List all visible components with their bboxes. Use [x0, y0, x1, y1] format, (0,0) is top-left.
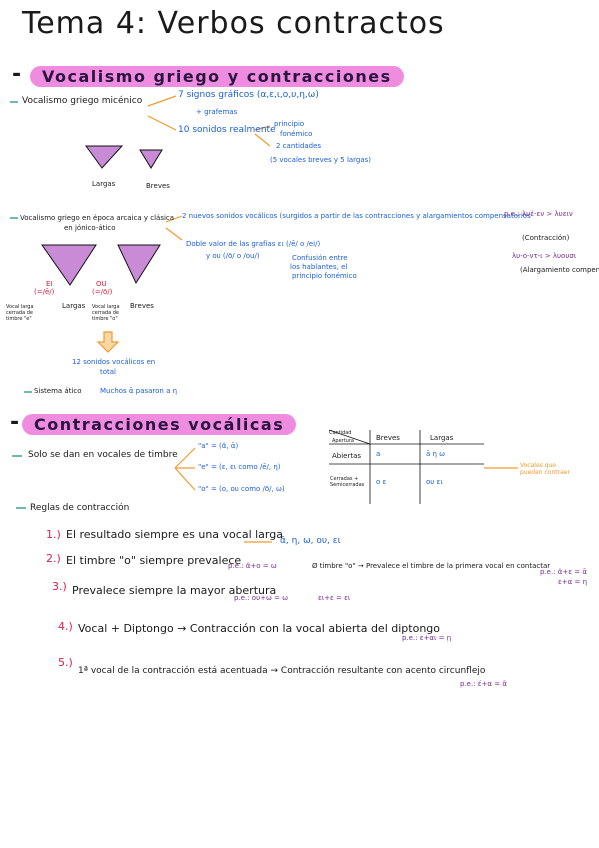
classical-label: Vocalismo griego en época arcaica y clás… — [20, 214, 175, 222]
rules-label: Reglas de contracción — [30, 503, 130, 513]
rule-number: 5.) — [58, 656, 73, 669]
classical-triangle-long-label: Largas — [62, 302, 86, 310]
rule-text: El resultado siempre es una vocal larga — [66, 528, 283, 541]
rule-example: p.e.: ου+ω = ω — [234, 594, 289, 602]
rule-number: 4.) — [58, 620, 73, 633]
rule-example: ει+ε = ει — [318, 594, 351, 602]
rule-text: Vocal + Diptongo → Contracción con la vo… — [78, 622, 441, 635]
table-row2-label: Cerradas + Semicerradas — [330, 476, 365, 488]
table-row2-breves: ο ε — [376, 478, 387, 486]
mycenaean-branch2-note: (5 vocales breves y 5 largas) — [270, 156, 372, 164]
attic-label: Sistema ático — [34, 387, 82, 395]
classical-branch1: 2 nuevos sonidos vocálicos (surgidos a p… — [182, 212, 531, 220]
rule-example: p.e.: ε+αι = ῃ — [402, 634, 452, 642]
rule-number: 2.) — [46, 552, 61, 565]
rule-text: Prevalece siempre la mayor abertura — [72, 584, 277, 597]
mycenaean-branch2-sub1: principio — [274, 120, 305, 128]
classical-example-label: p.e.: — [504, 210, 520, 218]
attic-result: Muchos ᾱ pasaron a η — [100, 387, 178, 395]
classical-branch2-note: Confusión entre — [292, 254, 348, 262]
rule-text: El timbre "o" siempre prevalece — [66, 554, 242, 567]
ei-label: EI — [46, 280, 53, 288]
classical-result: 12 sonidos vocálicos en — [72, 358, 156, 366]
long-e-note: Vocal larga cerrada de timbre "e" — [6, 304, 34, 322]
table-row1-largas: ā η ω — [426, 450, 446, 458]
mycenaean-branch2-sub1b: fonémico — [280, 130, 313, 138]
mycenaean-triangle-short-label: Breves — [146, 182, 170, 190]
table-corner-top: Cantidad — [329, 430, 352, 436]
section-dash: - — [10, 410, 20, 435]
table-col-breves: Breves — [376, 434, 400, 442]
rule-text: 1ª vocal de la contracción está acentuad… — [78, 666, 486, 676]
mycenaean-branch2-sub2: 2 cantidades — [276, 142, 322, 150]
classical-triangle-short-label: Breves — [130, 302, 154, 310]
rule-example: p.e.: ᾰ+ε = ᾱ — [540, 568, 587, 576]
section-dash: - — [12, 62, 22, 87]
mycenaean-branch2: 10 sonidos realmente — [178, 125, 276, 135]
rule-example: ε+α = η — [558, 578, 588, 586]
table-row1-breves: a — [376, 450, 381, 458]
rule-number: 3.) — [52, 580, 67, 593]
section2-heading: Contracciones vocálicas — [22, 414, 297, 435]
classical-example1: λυέ-εν > λυειν — [522, 210, 573, 218]
table-row1-label: Abiertas — [332, 452, 362, 460]
classical-branch2-note3: principio fonémico — [292, 272, 357, 280]
rule-number: 1.) — [46, 528, 61, 541]
classical-label2: en jónico-ático — [64, 224, 116, 232]
timbre-e: "e" = (ε, ει como /ē/, η) — [198, 463, 281, 471]
classical-branch2: Doble valor de las grafías ει (/ē/ o /ei… — [186, 240, 321, 248]
page-title: Tema 4: Verbos contractos — [22, 6, 445, 41]
classical-result2: total — [100, 368, 117, 376]
timbre-a: "a" = (ᾰ, ᾱ) — [198, 442, 239, 450]
classical-branch2b: y ου (/ō/ o /ou/) — [206, 252, 260, 260]
mycenaean-branch1: 7 signos gráficos (α,ε,ι,ο,υ,η,ω) — [178, 90, 319, 100]
section1-heading: Vocalismo griego y contracciones — [30, 66, 404, 87]
table-row2-largas: ου ει — [426, 478, 443, 486]
mycenaean-branch1-note: + grafemas — [196, 108, 238, 116]
classical-example2: λυ-ο-ντ-ι > λυουσι — [512, 252, 577, 260]
rule-example: p.e.: ᾰ+ο = ω — [228, 562, 277, 570]
rule-example: ᾱ, η, ω, ου, ει — [280, 536, 341, 546]
classical-branch2-note2: los hablantes, el — [290, 263, 348, 271]
classical-example1-note: (Contracción) — [522, 234, 570, 242]
table-corner-bottom: Apertura — [332, 438, 354, 444]
rule-example: Ø timbre "o" → Prevalece el timbre de la… — [312, 562, 551, 570]
classical-example2-note: (Alargamiento compensatorio) — [520, 266, 599, 274]
timbre-o: "o" = (ο, ου como /ō/, ω) — [198, 485, 285, 493]
long-o-note: Vocal larga cerrada de timbre "o" — [92, 304, 120, 322]
ei-value: (=/ē/) — [34, 288, 55, 296]
table-col-largas: Largas — [430, 434, 454, 442]
ou-label: OU — [96, 280, 107, 288]
timbre-label: Solo se dan en vocales de timbre — [28, 450, 178, 460]
table-side-note: Vocales que pueden contraer — [520, 462, 570, 476]
ou-value: (=/ō/) — [92, 288, 113, 296]
rule-example: p.e.: έ+α = ᾶ — [460, 680, 507, 688]
mycenaean-triangle-long-label: Largas — [92, 180, 116, 188]
mycenaean-label: Vocalismo griego micénico — [22, 96, 143, 106]
